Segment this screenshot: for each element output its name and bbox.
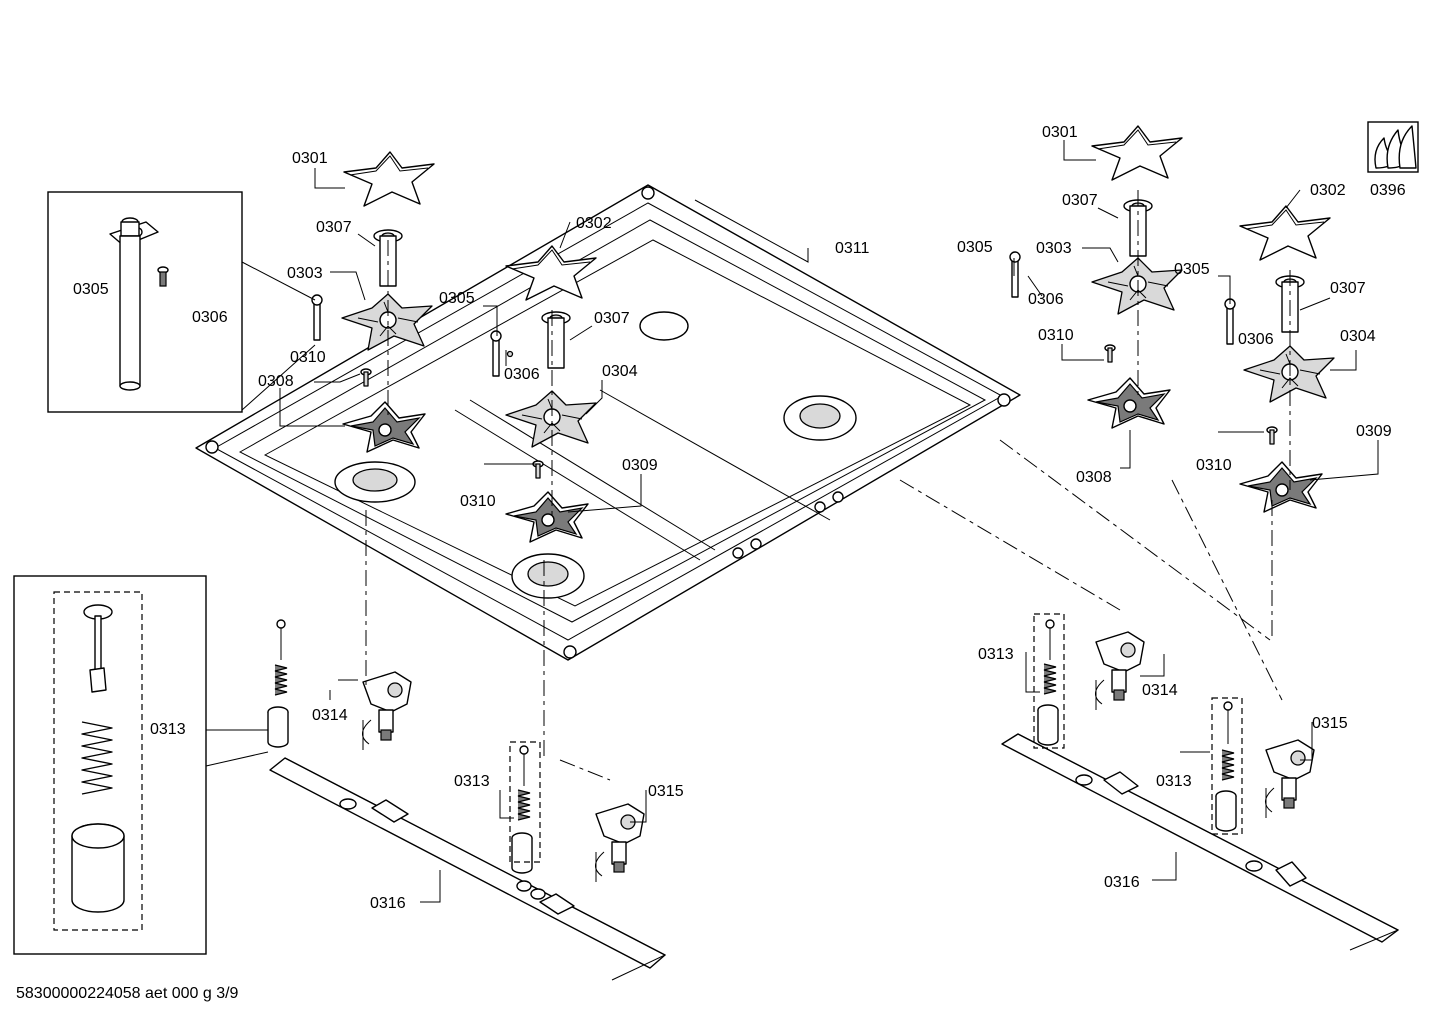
label-0313-right-a: 0313 — [978, 646, 1014, 663]
label-0305-right-a: 0305 — [957, 239, 993, 256]
label-0314-left: 0314 — [312, 707, 348, 724]
label-0309-right: 0309 — [1356, 423, 1392, 440]
label-0307-right-a: 0307 — [1062, 192, 1098, 209]
label-0307-center: 0307 — [594, 310, 630, 327]
label-0310-right-a: 0310 — [1038, 327, 1074, 344]
label-0302-right: 0302 — [1310, 182, 1346, 199]
label-0313-right-b: 0313 — [1156, 773, 1192, 790]
label-0306-right-a: 0306 — [1028, 291, 1064, 308]
label-0310-right-b: 0310 — [1196, 457, 1232, 474]
label-0306-center: 0306 — [504, 366, 540, 383]
label-0314-right: 0314 — [1142, 682, 1178, 699]
label-0301-right: 0301 — [1042, 124, 1078, 141]
label-0304-center: 0304 — [602, 363, 638, 380]
label-0310-center: 0310 — [460, 493, 496, 510]
label-0309-center: 0309 — [622, 457, 658, 474]
right-burner-stack-a — [1009, 125, 1183, 429]
label-0396: 0396 — [1370, 182, 1406, 199]
label-0313-left: 0313 — [454, 773, 490, 790]
label-0315-right: 0315 — [1312, 715, 1348, 732]
right-burner-stack-b — [1224, 205, 1335, 513]
label-0304-right: 0304 — [1340, 328, 1376, 345]
label-0315-left: 0315 — [648, 783, 684, 800]
label-0308-right: 0308 — [1076, 469, 1112, 486]
label-0316-right: 0316 — [1104, 874, 1140, 891]
label-0305-inset: 0305 — [73, 281, 109, 298]
label-0301-left: 0301 — [292, 150, 328, 167]
label-0306-right-b: 0306 — [1238, 331, 1274, 348]
label-0305-right-b: 0305 — [1174, 261, 1210, 278]
leader-lines — [279, 140, 1379, 903]
label-0308-left: 0308 — [258, 373, 294, 390]
cooktop-tray — [195, 184, 1021, 661]
gas-flame-symbol-icon — [1367, 121, 1419, 173]
inset-spring-detail — [13, 575, 269, 955]
label-0307-left: 0307 — [316, 219, 352, 236]
label-0310-left: 0310 — [290, 349, 326, 366]
footer-document-code: 58300000224058 aet 000 g 3/9 — [16, 985, 239, 1002]
label-0303-right: 0303 — [1036, 240, 1072, 257]
label-0302-center: 0302 — [576, 215, 612, 232]
label-0316-left: 0316 — [370, 895, 406, 912]
part-labels: 0301 0307 0303 0310 0308 0305 0306 0302 … — [73, 124, 1406, 912]
label-0307-right-b: 0307 — [1330, 280, 1366, 297]
left-valve-rail — [267, 619, 667, 981]
center-burner-stack — [490, 245, 597, 543]
label-0305-center: 0305 — [439, 290, 475, 307]
inset-thermocouple-detail — [47, 191, 316, 413]
right-valve-rail — [1001, 613, 1400, 951]
label-0303-left: 0303 — [287, 265, 323, 282]
label-0313-inset: 0313 — [150, 721, 186, 738]
label-0306-inset: 0306 — [192, 309, 228, 326]
label-0311: 0311 — [835, 240, 870, 257]
assembly-center-lines — [365, 190, 1291, 781]
